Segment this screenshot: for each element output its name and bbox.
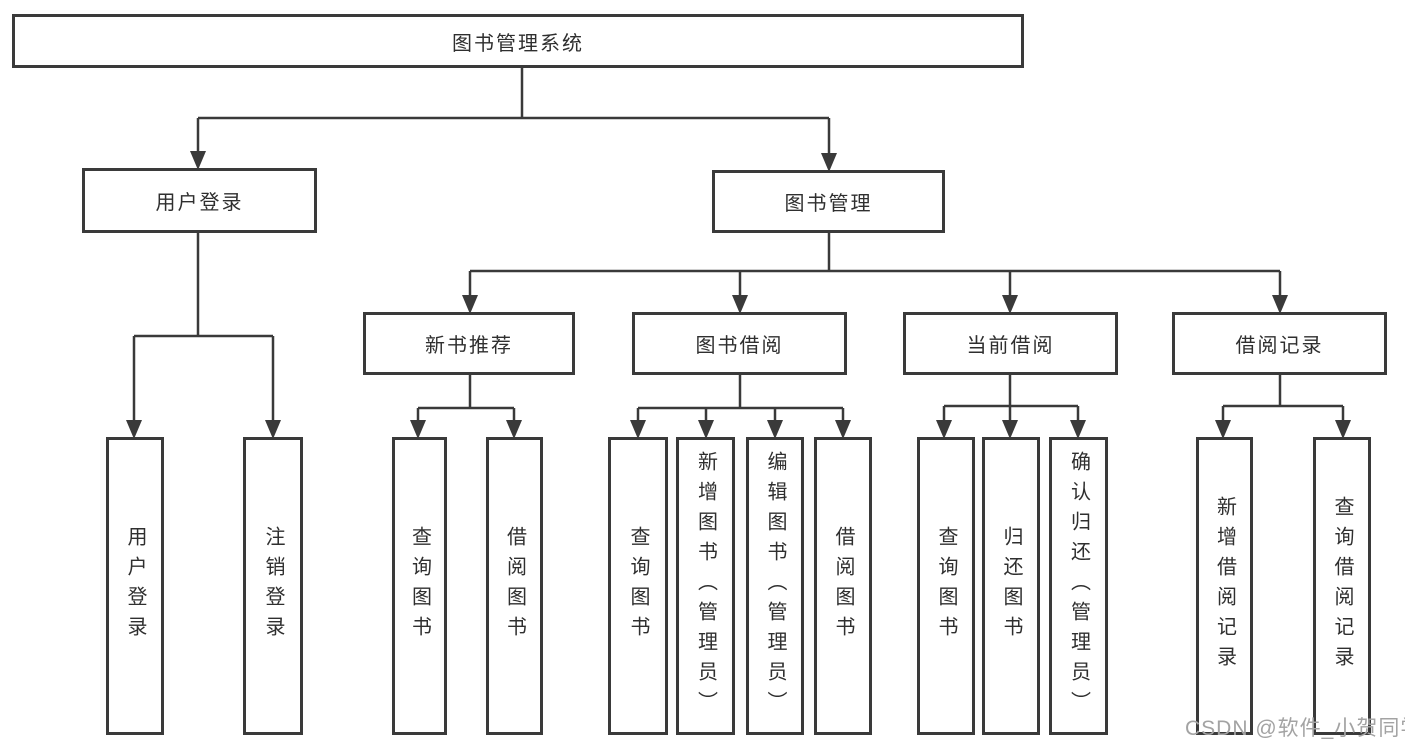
leaf-cb-confirm-return-label: 确认归还（管理员） (1067, 451, 1090, 721)
leaf-bb-edit-book: 编辑图书（管理员） (746, 437, 804, 735)
leaf-br-query-record: 查询借阅记录 (1313, 437, 1371, 735)
leaf-bb-add-book-label: 新增图书（管理员） (694, 451, 717, 721)
leaf-br-add-record: 新增借阅记录 (1196, 437, 1253, 735)
leaf-nr-query-book: 查询图书 (392, 437, 447, 735)
leaf-nr-query-book-label: 查询图书 (408, 526, 431, 646)
leaf-bb-query-book: 查询图书 (608, 437, 668, 735)
leaf-br-add-record-label: 新增借阅记录 (1213, 496, 1236, 676)
csdn-watermark: CSDN @软件_小贺同学 (1185, 717, 1405, 740)
node-current-borrow-label: 当前借阅 (966, 335, 1055, 357)
node-new-recommend-label: 新书推荐 (425, 335, 513, 357)
node-book-borrow: 图书借阅 (632, 312, 847, 375)
leaf-user-login: 用户登录 (106, 437, 164, 735)
leaf-cb-query-book: 查询图书 (917, 437, 975, 735)
leaf-bb-add-book: 新增图书（管理员） (676, 437, 735, 735)
leaf-bb-edit-book-label: 编辑图书（管理员） (764, 451, 786, 721)
leaf-bb-borrow-book: 借阅图书 (814, 437, 872, 735)
node-root-label: 图书管理系统 (452, 32, 584, 55)
leaf-logout-label: 注销登录 (262, 526, 284, 646)
node-book-borrow-label: 图书借阅 (695, 335, 784, 357)
leaf-bb-borrow-book-label: 借阅图书 (832, 526, 854, 646)
leaf-cb-return-book-label: 归还图书 (1000, 526, 1022, 646)
leaf-br-query-record-label: 查询借阅记录 (1331, 496, 1353, 676)
leaf-cb-return-book: 归还图书 (982, 437, 1040, 735)
node-current-borrow: 当前借阅 (903, 312, 1118, 375)
node-root: 图书管理系统 (12, 14, 1024, 68)
leaf-bb-query-book-label: 查询图书 (627, 526, 649, 646)
leaf-cb-query-book-label: 查询图书 (935, 526, 957, 646)
node-book-mgmt-label: 图书管理 (784, 193, 873, 215)
node-new-recommend: 新书推荐 (363, 312, 575, 375)
node-book-mgmt: 图书管理 (712, 170, 945, 233)
node-user-login: 用户登录 (82, 168, 317, 233)
leaf-nr-borrow-book-label: 借阅图书 (503, 526, 526, 646)
node-borrow-records: 借阅记录 (1172, 312, 1387, 375)
node-user-login-label: 用户登录 (155, 192, 244, 214)
leaf-nr-borrow-book: 借阅图书 (486, 437, 543, 735)
leaf-cb-confirm-return: 确认归还（管理员） (1049, 437, 1108, 735)
leaf-user-login-label: 用户登录 (124, 526, 146, 646)
leaf-logout: 注销登录 (243, 437, 303, 735)
arrowheads (126, 151, 1351, 439)
node-borrow-records-label: 借阅记录 (1235, 335, 1324, 357)
